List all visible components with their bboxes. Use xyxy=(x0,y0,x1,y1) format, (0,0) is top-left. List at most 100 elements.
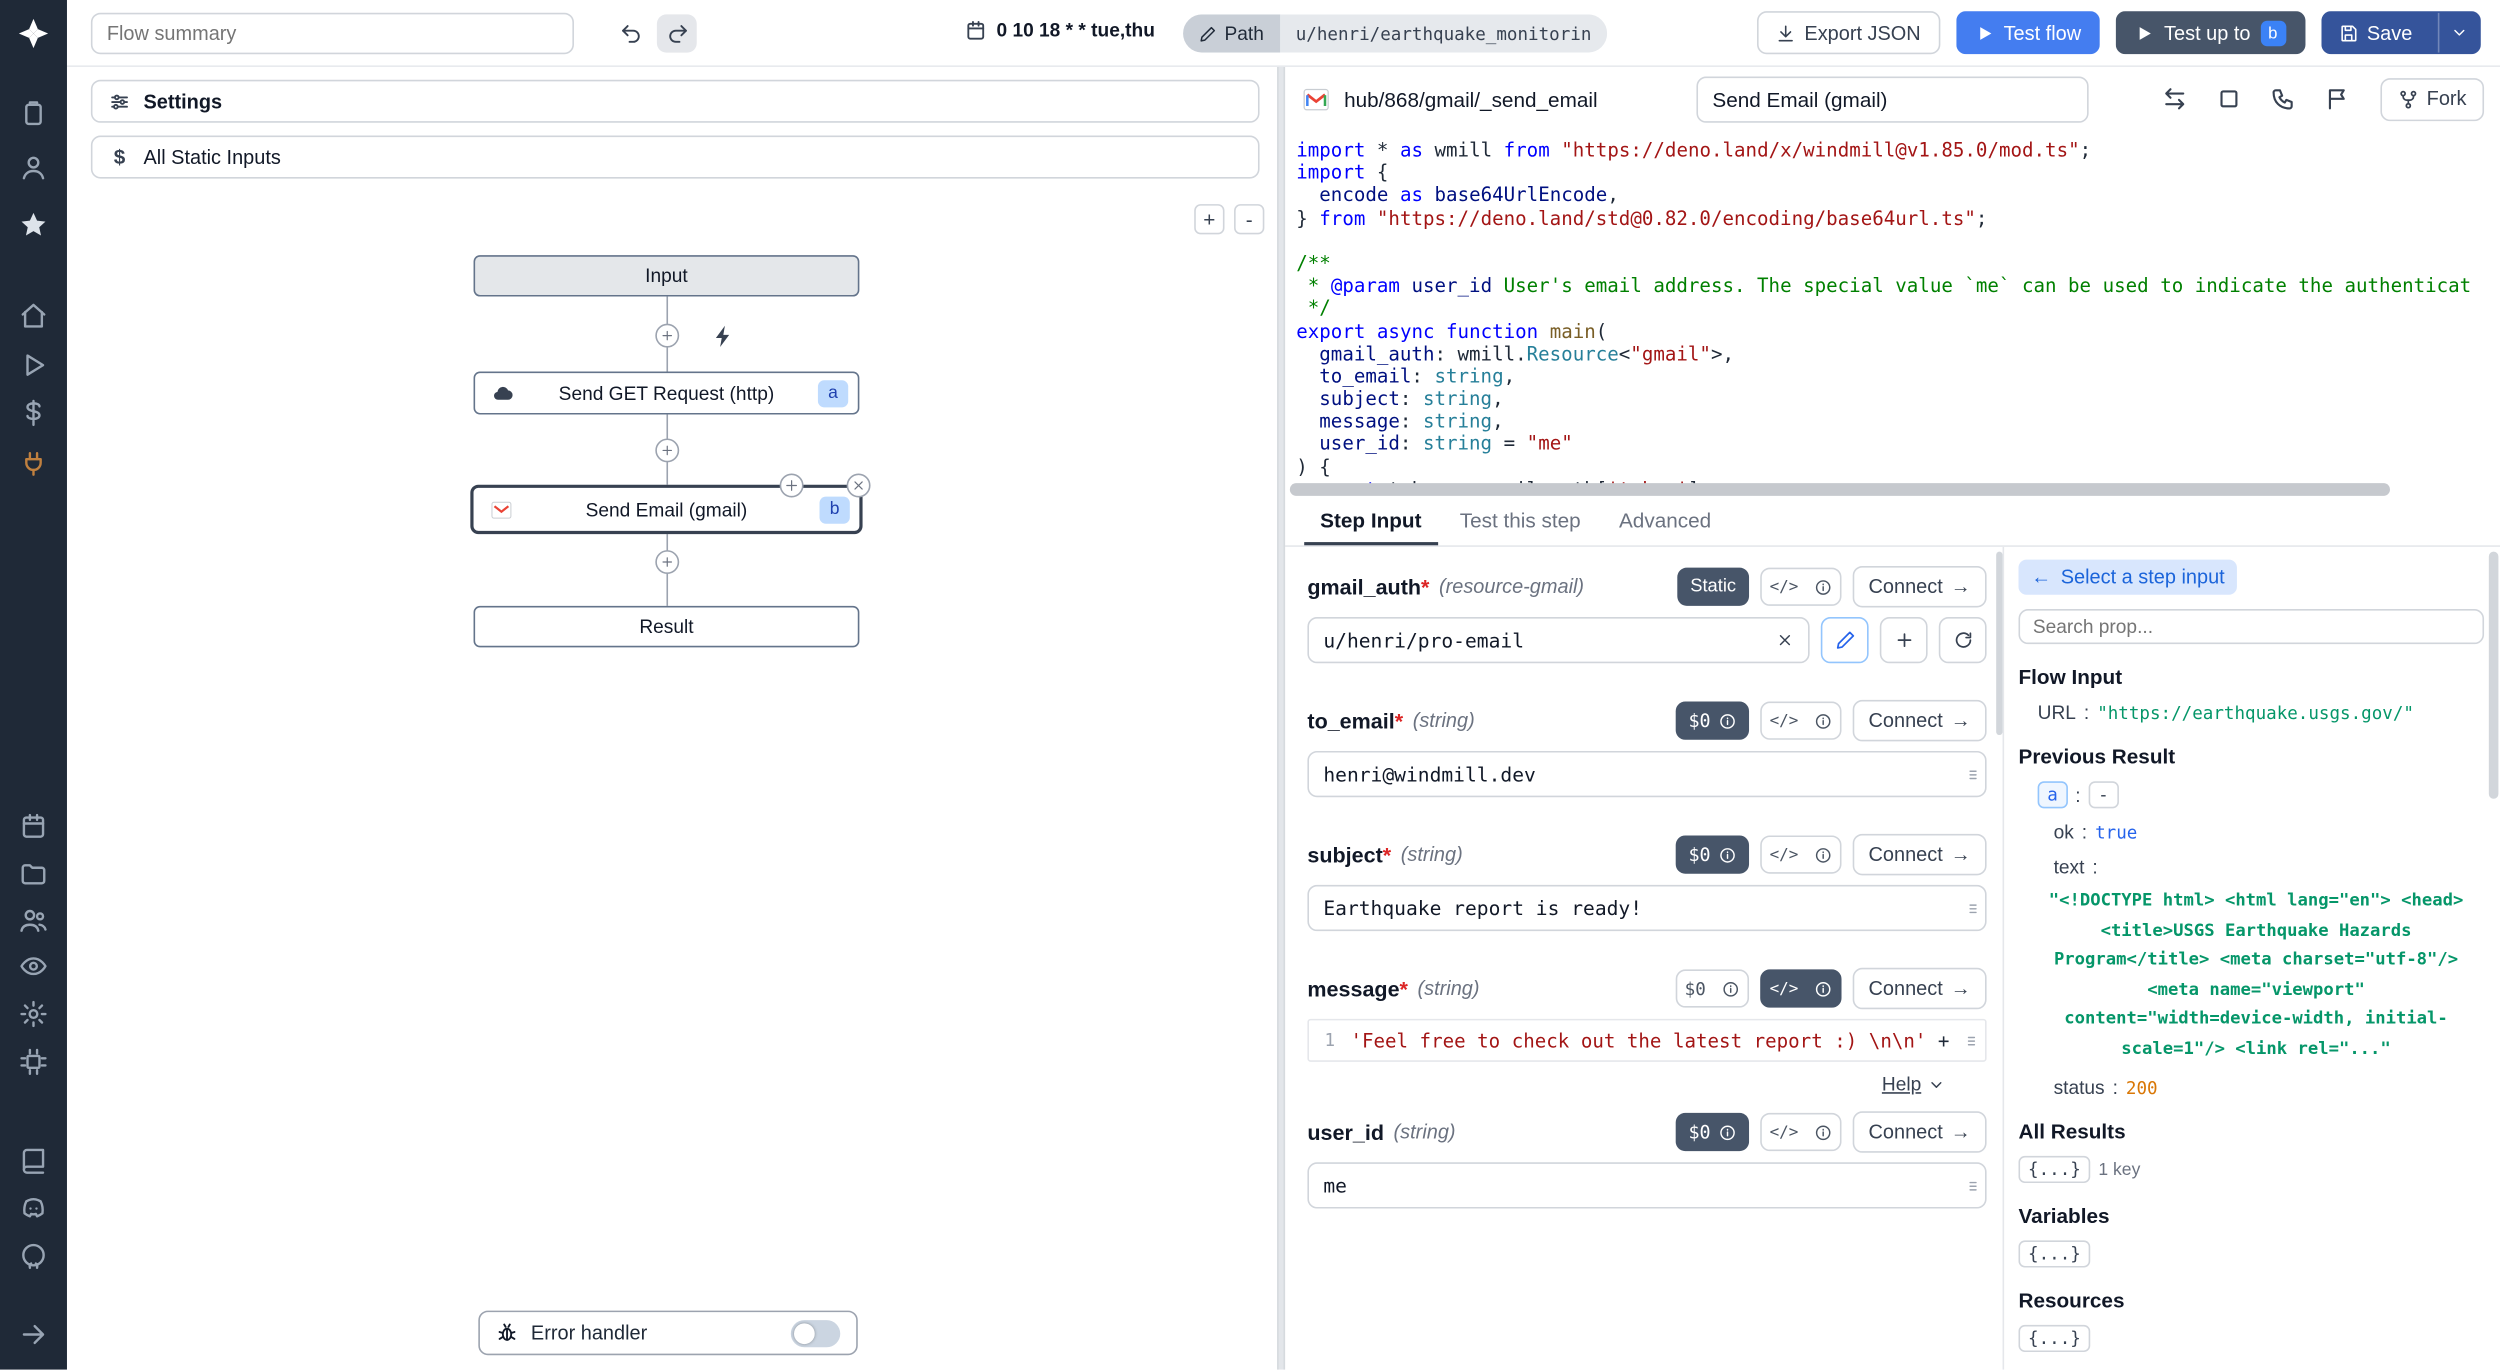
tab-step-input[interactable]: Step Input xyxy=(1304,497,1437,545)
expr-mode-button[interactable]: $0 xyxy=(1677,971,1714,1006)
clear-icon[interactable] xyxy=(1776,629,1798,651)
connect-button[interactable]: Connect→ xyxy=(1853,700,1987,741)
redo-button[interactable] xyxy=(657,14,697,52)
code-mode-button[interactable]: </> xyxy=(1762,703,1807,738)
zoom-out-button[interactable]: - xyxy=(1234,204,1264,234)
star-icon[interactable] xyxy=(19,210,48,239)
collapse-arrow-right-icon[interactable] xyxy=(19,1320,48,1349)
error-handler-toggle[interactable] xyxy=(791,1319,840,1346)
info-icon[interactable] xyxy=(1714,971,1747,1006)
tab-test-this-step[interactable]: Test this step xyxy=(1444,497,1597,545)
connect-button[interactable]: Connect→ xyxy=(1853,834,1987,875)
window-square-icon[interactable] xyxy=(2216,85,2243,112)
info-icon[interactable] xyxy=(1806,1114,1839,1149)
code-editor[interactable]: import * as wmill from "https://deno.lan… xyxy=(1285,131,2500,491)
path-button[interactable]: Path u/henri/earthquake_monitorin xyxy=(1183,14,1607,52)
add-resource-button[interactable] xyxy=(1880,617,1928,663)
expand-object-chip[interactable]: {...} xyxy=(2018,1240,2090,1267)
test-flow-button[interactable]: Test flow xyxy=(1956,11,2101,54)
resize-grip-icon[interactable] xyxy=(1963,1032,1981,1050)
trigger-bolt-icon[interactable] xyxy=(711,324,737,350)
phone-icon[interactable] xyxy=(2270,85,2297,112)
save-button[interactable]: Save xyxy=(2321,11,2481,54)
node-send-email-selected[interactable]: Send Email (gmail) b xyxy=(470,485,862,534)
props-scrollbar[interactable] xyxy=(2489,552,2499,799)
workers-cpu-icon[interactable] xyxy=(19,1048,48,1077)
prop-step-a[interactable]: a : - xyxy=(2018,781,2484,808)
resize-grip-icon[interactable] xyxy=(1964,765,1982,783)
editor-hscrollbar[interactable] xyxy=(1285,482,2500,498)
select-step-input-button[interactable]: ← Select a step input xyxy=(2018,560,2237,595)
tab-advanced[interactable]: Advanced xyxy=(1603,497,1727,545)
github-icon[interactable] xyxy=(19,1242,48,1271)
zoom-in-button[interactable]: + xyxy=(1194,204,1224,234)
panel-resize-handle[interactable] xyxy=(1277,67,1285,1370)
expr-mode-button[interactable]: $0 xyxy=(1676,835,1749,873)
info-icon[interactable] xyxy=(1806,569,1839,604)
code-mode-button[interactable]: </> xyxy=(1762,1114,1807,1149)
insert-step-button[interactable] xyxy=(655,438,679,462)
groups-users-icon[interactable] xyxy=(19,906,48,935)
expr-mode-button[interactable]: $0 xyxy=(1676,1113,1749,1151)
expand-object-chip[interactable]: {...} xyxy=(2018,1325,2090,1352)
settings-gear-icon[interactable] xyxy=(19,1000,48,1029)
prop-ok[interactable]: ok : true xyxy=(2018,821,2484,843)
flow-summary-input[interactable] xyxy=(91,13,574,54)
flag-icon[interactable] xyxy=(2325,85,2352,112)
node-input[interactable]: Input xyxy=(474,255,860,296)
all-static-inputs-button[interactable]: $ All Static Inputs xyxy=(91,136,1260,179)
info-icon[interactable] xyxy=(1806,971,1839,1006)
static-mode-button[interactable]: Static xyxy=(1677,568,1748,606)
save-dropdown[interactable] xyxy=(2438,13,2479,53)
audit-eye-icon[interactable] xyxy=(19,952,48,981)
delete-node-icon[interactable] xyxy=(847,474,871,498)
step-a-chip[interactable]: a xyxy=(2038,781,2068,808)
connect-button[interactable]: Connect→ xyxy=(1853,968,1987,1009)
resize-grip-icon[interactable] xyxy=(1964,899,1982,917)
step-title-input[interactable] xyxy=(1696,76,2088,122)
variables-dollar-icon[interactable] xyxy=(19,399,48,428)
windmill-logo-icon[interactable] xyxy=(16,16,51,51)
undo-button[interactable] xyxy=(611,14,651,52)
help-link[interactable]: Help xyxy=(1882,1073,1945,1095)
search-prop-input[interactable] xyxy=(2018,609,2484,644)
export-json-button[interactable]: Export JSON xyxy=(1757,11,1940,54)
fork-button[interactable]: Fork xyxy=(2380,77,2484,120)
node-result[interactable]: Result xyxy=(474,606,860,647)
expand-object-chip[interactable]: {...} xyxy=(2018,1156,2090,1183)
code-mode-button[interactable]: </> xyxy=(1762,837,1807,872)
flow-settings-button[interactable]: Settings xyxy=(91,80,1260,123)
discord-icon[interactable] xyxy=(19,1194,48,1223)
swap-icon[interactable] xyxy=(2162,85,2189,112)
schedule-display[interactable]: 0 10 18 * * tue,thu xyxy=(965,19,1155,41)
insert-step-button[interactable] xyxy=(655,324,679,348)
gmail-auth-resource-input[interactable] xyxy=(1307,617,1809,663)
move-node-icon[interactable] xyxy=(780,474,804,498)
prop-url[interactable]: URL : "https://earthquake.usgs.gov/" xyxy=(2018,702,2484,724)
prop-status[interactable]: status : 200 xyxy=(2018,1076,2484,1098)
prop-text-value[interactable]: "<!DOCTYPE html> <html lang="en"> <head>… xyxy=(2038,886,2475,1063)
folders-icon[interactable] xyxy=(19,859,48,888)
home-icon[interactable] xyxy=(19,301,48,330)
refresh-resource-button[interactable] xyxy=(1939,617,1987,663)
info-icon[interactable] xyxy=(1806,703,1839,738)
clipboard-icon[interactable] xyxy=(19,99,48,128)
test-up-to-button[interactable]: Test up to b xyxy=(2116,11,2304,54)
user-icon[interactable] xyxy=(19,153,48,182)
docs-book-icon[interactable] xyxy=(19,1146,48,1175)
prop-text[interactable]: text : xyxy=(2018,856,2484,878)
resources-plug-icon[interactable] xyxy=(19,450,48,479)
connect-button[interactable]: Connect→ xyxy=(1853,566,1987,607)
resize-grip-icon[interactable] xyxy=(1964,1177,1982,1195)
code-mode-button[interactable]: </> xyxy=(1762,971,1807,1006)
user-id-input[interactable] xyxy=(1307,1162,1986,1208)
error-handler-node[interactable]: Error handler xyxy=(478,1311,857,1356)
info-icon[interactable] xyxy=(1806,837,1839,872)
insert-step-button[interactable] xyxy=(655,550,679,574)
subject-input[interactable] xyxy=(1307,885,1986,931)
schedules-calendar-icon[interactable] xyxy=(19,812,48,841)
expr-mode-button[interactable]: $0 xyxy=(1676,702,1749,740)
runs-play-icon[interactable] xyxy=(19,351,48,380)
message-expression-editor[interactable]: 1 'Feel free to check out the latest rep… xyxy=(1307,1019,1986,1062)
code-mode-button[interactable]: </> xyxy=(1762,569,1807,604)
